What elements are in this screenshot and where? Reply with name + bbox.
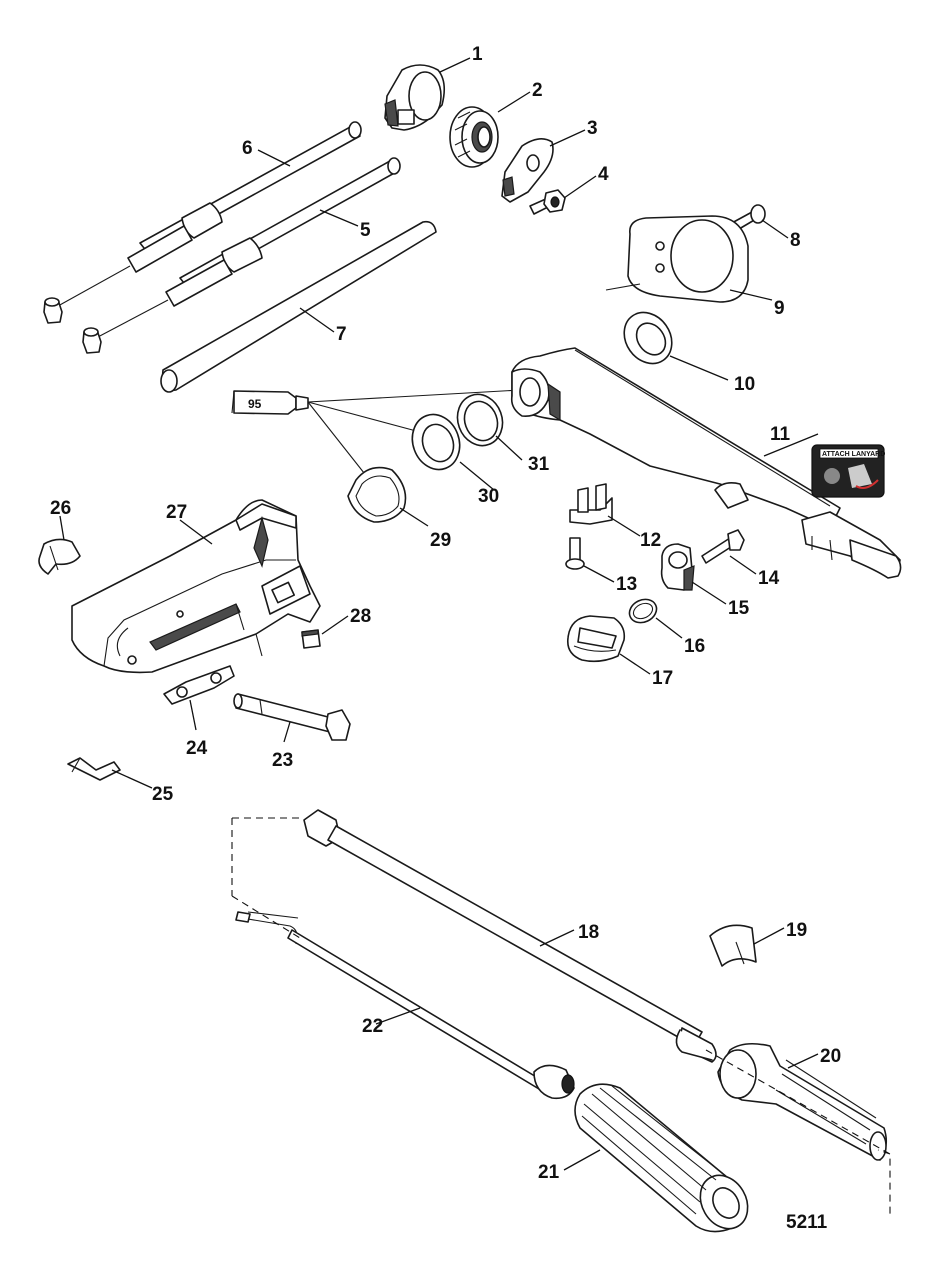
callout-22: 22 <box>362 1016 383 1037</box>
part-29-oring <box>347 466 407 523</box>
part-27-housing <box>71 499 321 674</box>
part-24-plate <box>163 665 235 705</box>
part-2-ring <box>449 106 499 168</box>
callout-28: 28 <box>350 606 371 627</box>
callout-2: 2 <box>532 80 543 101</box>
leader-lines <box>59 57 819 1171</box>
callout-14: 14 <box>758 568 780 589</box>
callout-labels: 1 2 3 4 5 6 7 8 9 10 11 12 13 14 15 16 1… <box>50 44 841 1183</box>
callout-5: 5 <box>360 220 371 241</box>
callout-25: 25 <box>152 784 174 805</box>
callout-31: 31 <box>528 454 550 475</box>
part-15-clip <box>660 543 695 591</box>
part-11-tiller-arm <box>510 347 902 579</box>
part-28-pad <box>301 629 321 649</box>
part-6-cable <box>43 121 362 324</box>
part-14-bolt <box>701 529 745 564</box>
callout-7: 7 <box>336 324 347 345</box>
lanyard-decal: ATTACH LANYARD <box>811 444 885 498</box>
callout-16: 16 <box>684 636 705 657</box>
callout-11: 11 <box>770 424 791 445</box>
part-22-wire <box>235 911 575 1100</box>
part-31-seal <box>456 393 504 447</box>
callout-1: 1 <box>472 44 483 65</box>
part-20-grip <box>717 1042 888 1161</box>
sealant-tube-label: 95 <box>248 397 262 411</box>
part-19-clip <box>709 924 757 967</box>
part-25-clip <box>67 757 121 781</box>
figure-id: 5211 <box>786 1212 828 1233</box>
part-7-rod <box>160 220 437 393</box>
part-26-sleeve <box>38 538 81 575</box>
decal-text: ATTACH LANYARD <box>822 451 885 458</box>
part-18-shaft <box>303 809 717 1063</box>
callout-3: 3 <box>587 118 598 139</box>
part-21-sleeve <box>574 1083 749 1233</box>
callout-26: 26 <box>50 498 71 519</box>
part-4-screw <box>529 189 566 215</box>
part-12-bracket <box>569 483 613 525</box>
part-9-cover <box>605 215 749 303</box>
callout-6: 6 <box>242 138 253 159</box>
part-10-grommet <box>623 311 673 365</box>
callout-18: 18 <box>578 922 599 943</box>
callout-4: 4 <box>598 164 609 185</box>
part-3-plate <box>501 138 554 203</box>
callout-19: 19 <box>786 920 807 941</box>
assembly-boundary <box>231 817 891 1218</box>
part-13-screw <box>565 537 585 570</box>
part-30-bushing <box>411 413 461 471</box>
callout-27: 27 <box>166 502 187 523</box>
callout-30: 30 <box>478 486 499 507</box>
callout-17: 17 <box>652 668 673 689</box>
part-5-cable <box>82 157 401 354</box>
callout-24: 24 <box>186 738 208 759</box>
callout-15: 15 <box>728 598 750 619</box>
callout-9: 9 <box>774 298 785 319</box>
part-17-knob <box>566 615 626 663</box>
callout-13: 13 <box>616 574 637 595</box>
callout-10: 10 <box>734 374 755 395</box>
callout-12: 12 <box>640 530 661 551</box>
callout-21: 21 <box>538 1162 560 1183</box>
sealant-tube: 95 <box>231 389 521 479</box>
part-16-spring <box>628 598 658 624</box>
part-1-clamp <box>384 64 446 131</box>
callout-20: 20 <box>820 1046 841 1067</box>
callout-23: 23 <box>272 750 293 771</box>
callout-8: 8 <box>790 230 801 251</box>
part-23-bolt <box>233 693 351 741</box>
callout-29: 29 <box>430 530 451 551</box>
